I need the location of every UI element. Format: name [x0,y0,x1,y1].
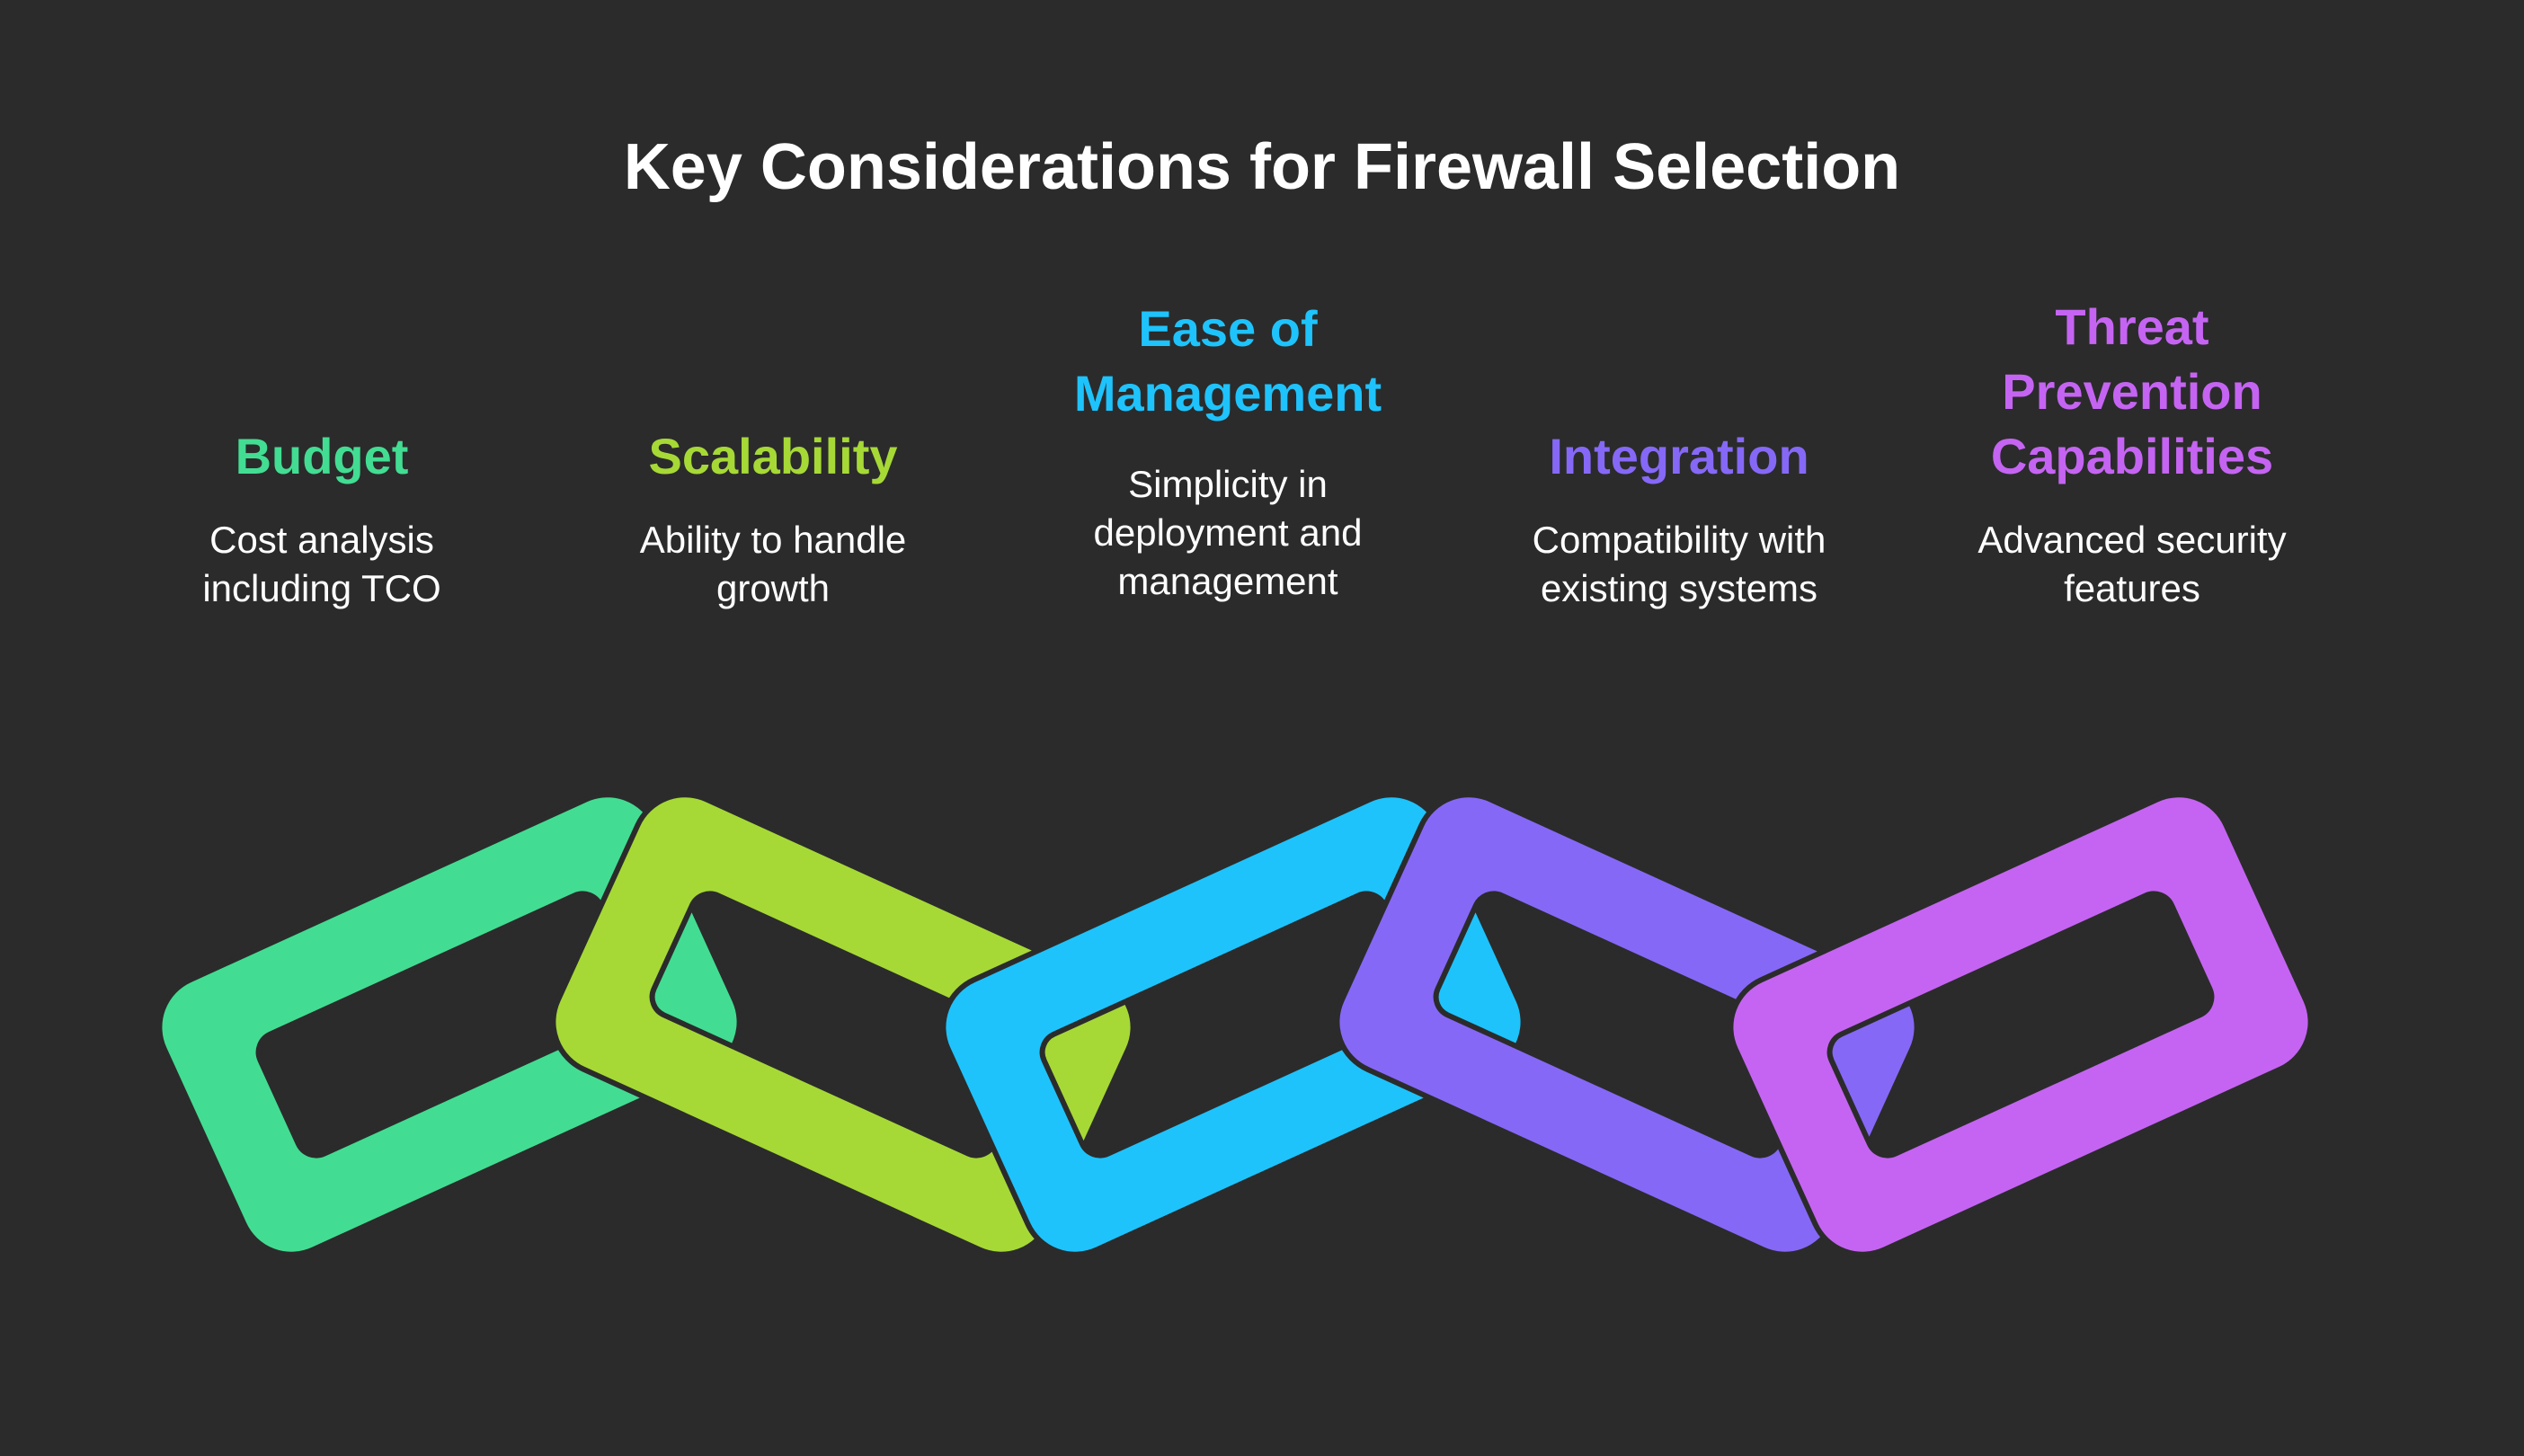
consideration-title: Scalability [557,424,989,489]
consideration-description-line: existing systems [1540,567,1818,609]
consideration-description: Ability to handle growth [557,516,989,613]
page-title: Key Considerations for Firewall Selectio… [623,131,1901,203]
consideration-title-line: Ease of [1138,300,1318,357]
consideration-description-line: Compatibility with [1532,519,1826,561]
consideration-description: Advanced security features [1916,516,2348,613]
consideration-title-line: Management [1073,365,1382,422]
consideration-title-line: Integration [1549,428,1809,484]
consideration-title-line: Capabilities [1990,428,2274,484]
consideration-description-line: growth [715,567,831,609]
consideration-description: Cost analysis including TCO [106,516,538,613]
consideration-description-line: deployment and [1093,511,1363,554]
consideration-title-line: Budget [235,428,409,484]
consideration-description-line: Ability to handle [639,519,907,561]
consideration-title-line: Threat [2055,298,2209,355]
consideration-title-line: Scalability [648,428,898,484]
consideration-title-line: Prevention [2002,363,2262,420]
consideration-description-line: Advanced security [1977,519,2287,561]
consideration-description-line: Cost analysis [209,519,434,561]
consideration-description-line: management [1117,560,1338,602]
consideration-description-line: Simplicity in [1128,463,1328,505]
chain-link-5 [1728,792,2314,1257]
consideration-description: Compatibility with existing systems [1463,516,1895,613]
consideration-description: Simplicity in deployment and management [1012,460,1444,606]
consideration-title: Integration [1463,424,1895,489]
consideration-description-line: features [2064,567,2200,609]
consideration-title: Budget [106,424,538,489]
consideration-title: Ease of Management [1012,297,1444,426]
consideration-description-line: including TCO [202,567,441,609]
